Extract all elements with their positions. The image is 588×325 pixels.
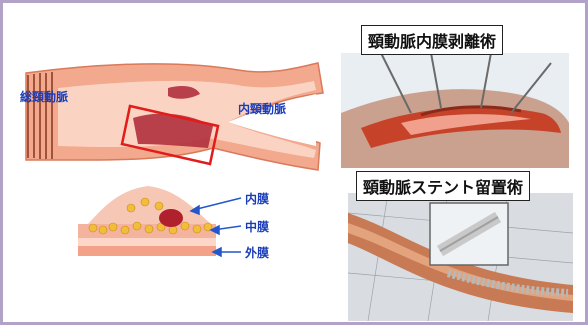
stenting-image: 頸動脈ステント留置術: [348, 193, 573, 321]
stenting-title: 頸動脈ステント留置術: [356, 171, 530, 201]
layer-label-media: 中膜: [245, 218, 269, 235]
vessel-wall-cross-section: 内膜 中膜 外膜: [73, 168, 303, 278]
endarterectomy-image: 頸動脈内膜剥離術: [341, 53, 569, 168]
layer-label-intima: 内膜: [245, 190, 269, 207]
stenting-illustration: [348, 193, 573, 321]
endarterectomy-illustration: [341, 53, 569, 168]
internal-carotid-label: 内頸動脈: [238, 100, 286, 117]
carotid-artery-diagram: 総頸動脈 内頸動脈: [18, 48, 328, 173]
layer-label-adventitia: 外膜: [245, 244, 269, 261]
common-carotid-label: 総頸動脈: [20, 88, 68, 105]
endarterectomy-title: 頸動脈内膜剥離術: [361, 25, 503, 55]
